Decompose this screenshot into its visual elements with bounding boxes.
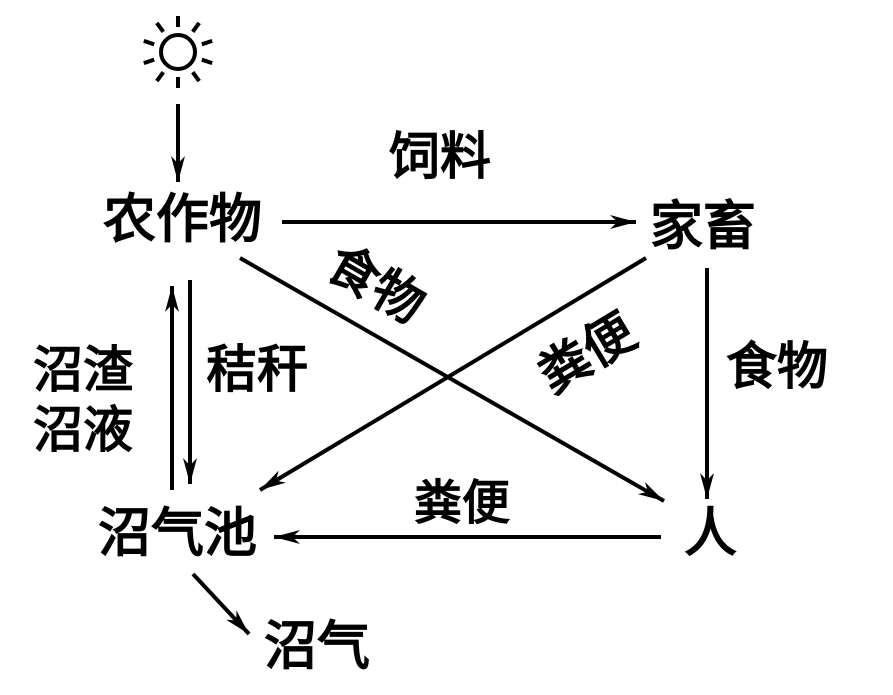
edge-label-straw: 秸秆 (206, 343, 309, 399)
arrow-livestock-to-digester (258, 256, 648, 492)
edge-label-feed: 饲料 (389, 130, 492, 186)
edge-label-residue-line2: 沼液 (33, 402, 133, 458)
node-person: 人 (684, 505, 737, 563)
edge-label-residue-slurry: 沼渣 沼液 (33, 340, 133, 460)
node-biogas: 沼气 (264, 618, 370, 676)
node-biogas-digester: 沼气池 (98, 505, 257, 563)
node-crops: 农作物 (103, 191, 262, 249)
sun-icon (143, 16, 213, 88)
node-livestock: 家畜 (650, 198, 756, 256)
arrow-digester-to-biogas (191, 572, 251, 636)
edge-label-food-livestock-to-person: 食物 (726, 340, 829, 396)
edge-label-manure-person-to-digester: 粪便 (414, 477, 511, 530)
arrow-crops-to-person (239, 256, 665, 503)
edge-label-residue-line1: 沼渣 (33, 342, 133, 398)
